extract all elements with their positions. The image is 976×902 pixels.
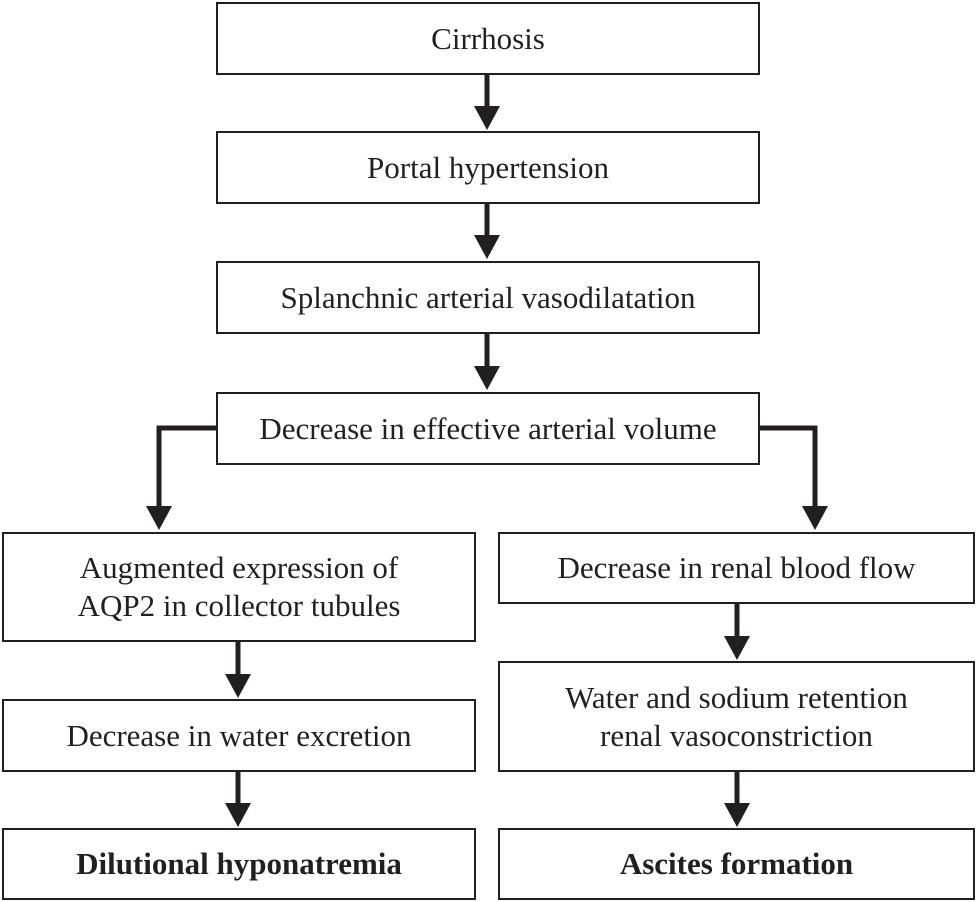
arrowhead-portal-to-splanchnic <box>474 235 500 259</box>
node-portal-hypertension: Portal hypertension <box>216 131 760 204</box>
arrowhead-volume-to-aqp2 <box>146 506 172 530</box>
node-renal-blood-flow: Decrease in renal blood flow <box>498 532 975 604</box>
arrowhead-cirrhosis-to-portal <box>474 106 500 130</box>
node-ascites-formation: Ascites formation <box>498 828 975 900</box>
node-portal-hypertension-label: Portal hypertension <box>367 149 609 185</box>
node-water-excretion-label: Decrease in water excretion <box>66 717 412 753</box>
node-effective-volume-label: Decrease in effective arterial volume <box>259 410 717 446</box>
node-cirrhosis-label: Cirrhosis <box>431 20 545 56</box>
node-splanchnic-vasodilatation: Splanchnic arterial vasodilatation <box>216 261 760 334</box>
node-splanchnic-label: Splanchnic arterial vasodilatation <box>280 279 696 315</box>
arrow-volume-to-renal-flow <box>760 425 818 510</box>
node-hyponatremia-label: Dilutional hyponatremia <box>76 846 402 881</box>
node-retention-label-line1: Water and sodium retention <box>565 679 908 715</box>
arrowhead-aqp2-to-excretion <box>225 674 251 698</box>
node-dilutional-hyponatremia: Dilutional hyponatremia <box>2 828 476 900</box>
arrowhead-volume-to-renal-flow <box>802 506 828 530</box>
node-water-excretion: Decrease in water excretion <box>2 699 476 772</box>
arrowhead-excretion-to-hyponatremia <box>225 803 251 827</box>
arrowhead-renal-flow-to-retention <box>724 636 750 660</box>
node-water-sodium-retention: Water and sodium retention renal vasocon… <box>498 661 975 772</box>
arrow-volume-to-aqp2 <box>156 425 216 510</box>
node-ascites-label: Ascites formation <box>619 846 854 881</box>
arrowhead-retention-to-ascites <box>724 803 750 827</box>
node-aqp2-label-line2: AQP2 in collector tubules <box>77 588 401 623</box>
node-cirrhosis: Cirrhosis <box>216 2 760 75</box>
node-aqp2-label-line1: Augmented expression of <box>79 550 399 585</box>
node-effective-arterial-volume: Decrease in effective arterial volume <box>216 392 760 465</box>
arrowhead-splanchnic-to-volume <box>474 366 500 390</box>
node-retention-label-line2: renal vasoconstriction <box>600 717 873 753</box>
node-renal-flow-label: Decrease in renal blood flow <box>557 550 916 585</box>
node-aqp2-expression: Augmented expression of AQP2 in collecto… <box>2 532 476 642</box>
